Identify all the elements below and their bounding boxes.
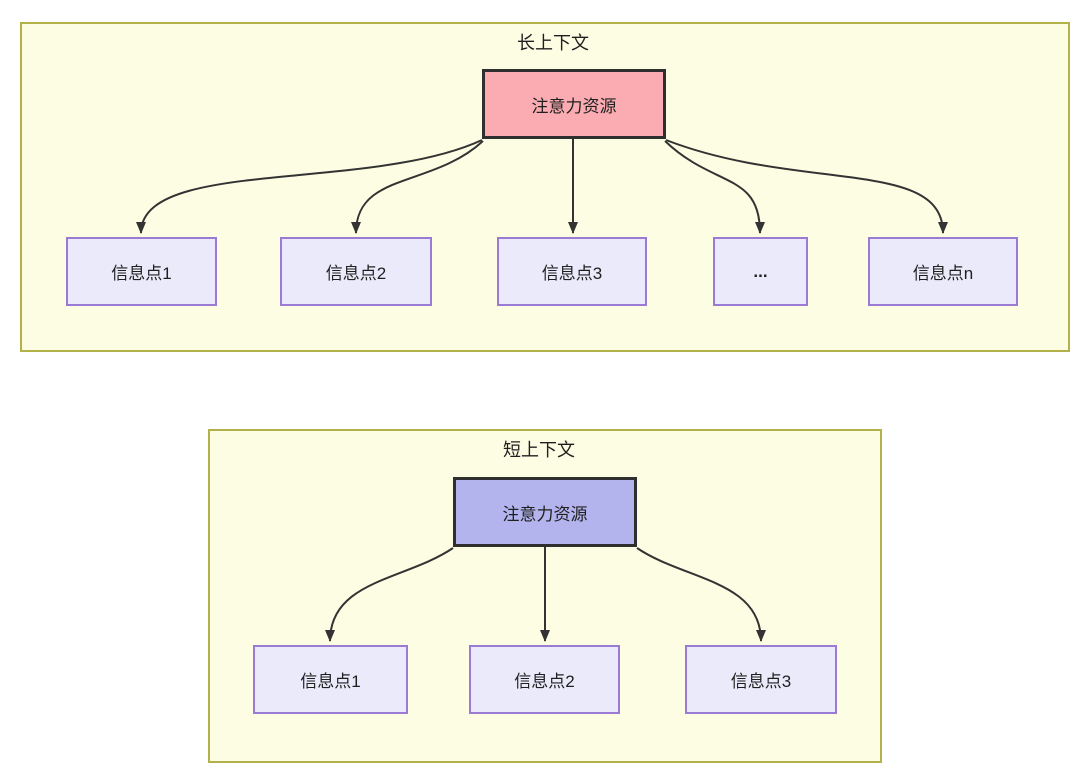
short-context-title: 短上下文 [503,440,575,460]
long-attention-box: 注意力资源 [482,69,666,139]
long-info-box-2: 信息点2 [280,237,432,306]
long-context-title: 长上下文 [517,33,589,53]
long-info-box-ellipsis: ... [713,237,808,306]
long-info-box-3: 信息点3 [497,237,647,306]
short-info-box-1: 信息点1 [253,645,408,714]
short-attention-box: 注意力资源 [453,477,637,547]
short-info-box-3: 信息点3 [685,645,837,714]
short-info-box-2: 信息点2 [469,645,620,714]
long-info-box-1: 信息点1 [66,237,217,306]
long-info-box-n: 信息点n [868,237,1018,306]
